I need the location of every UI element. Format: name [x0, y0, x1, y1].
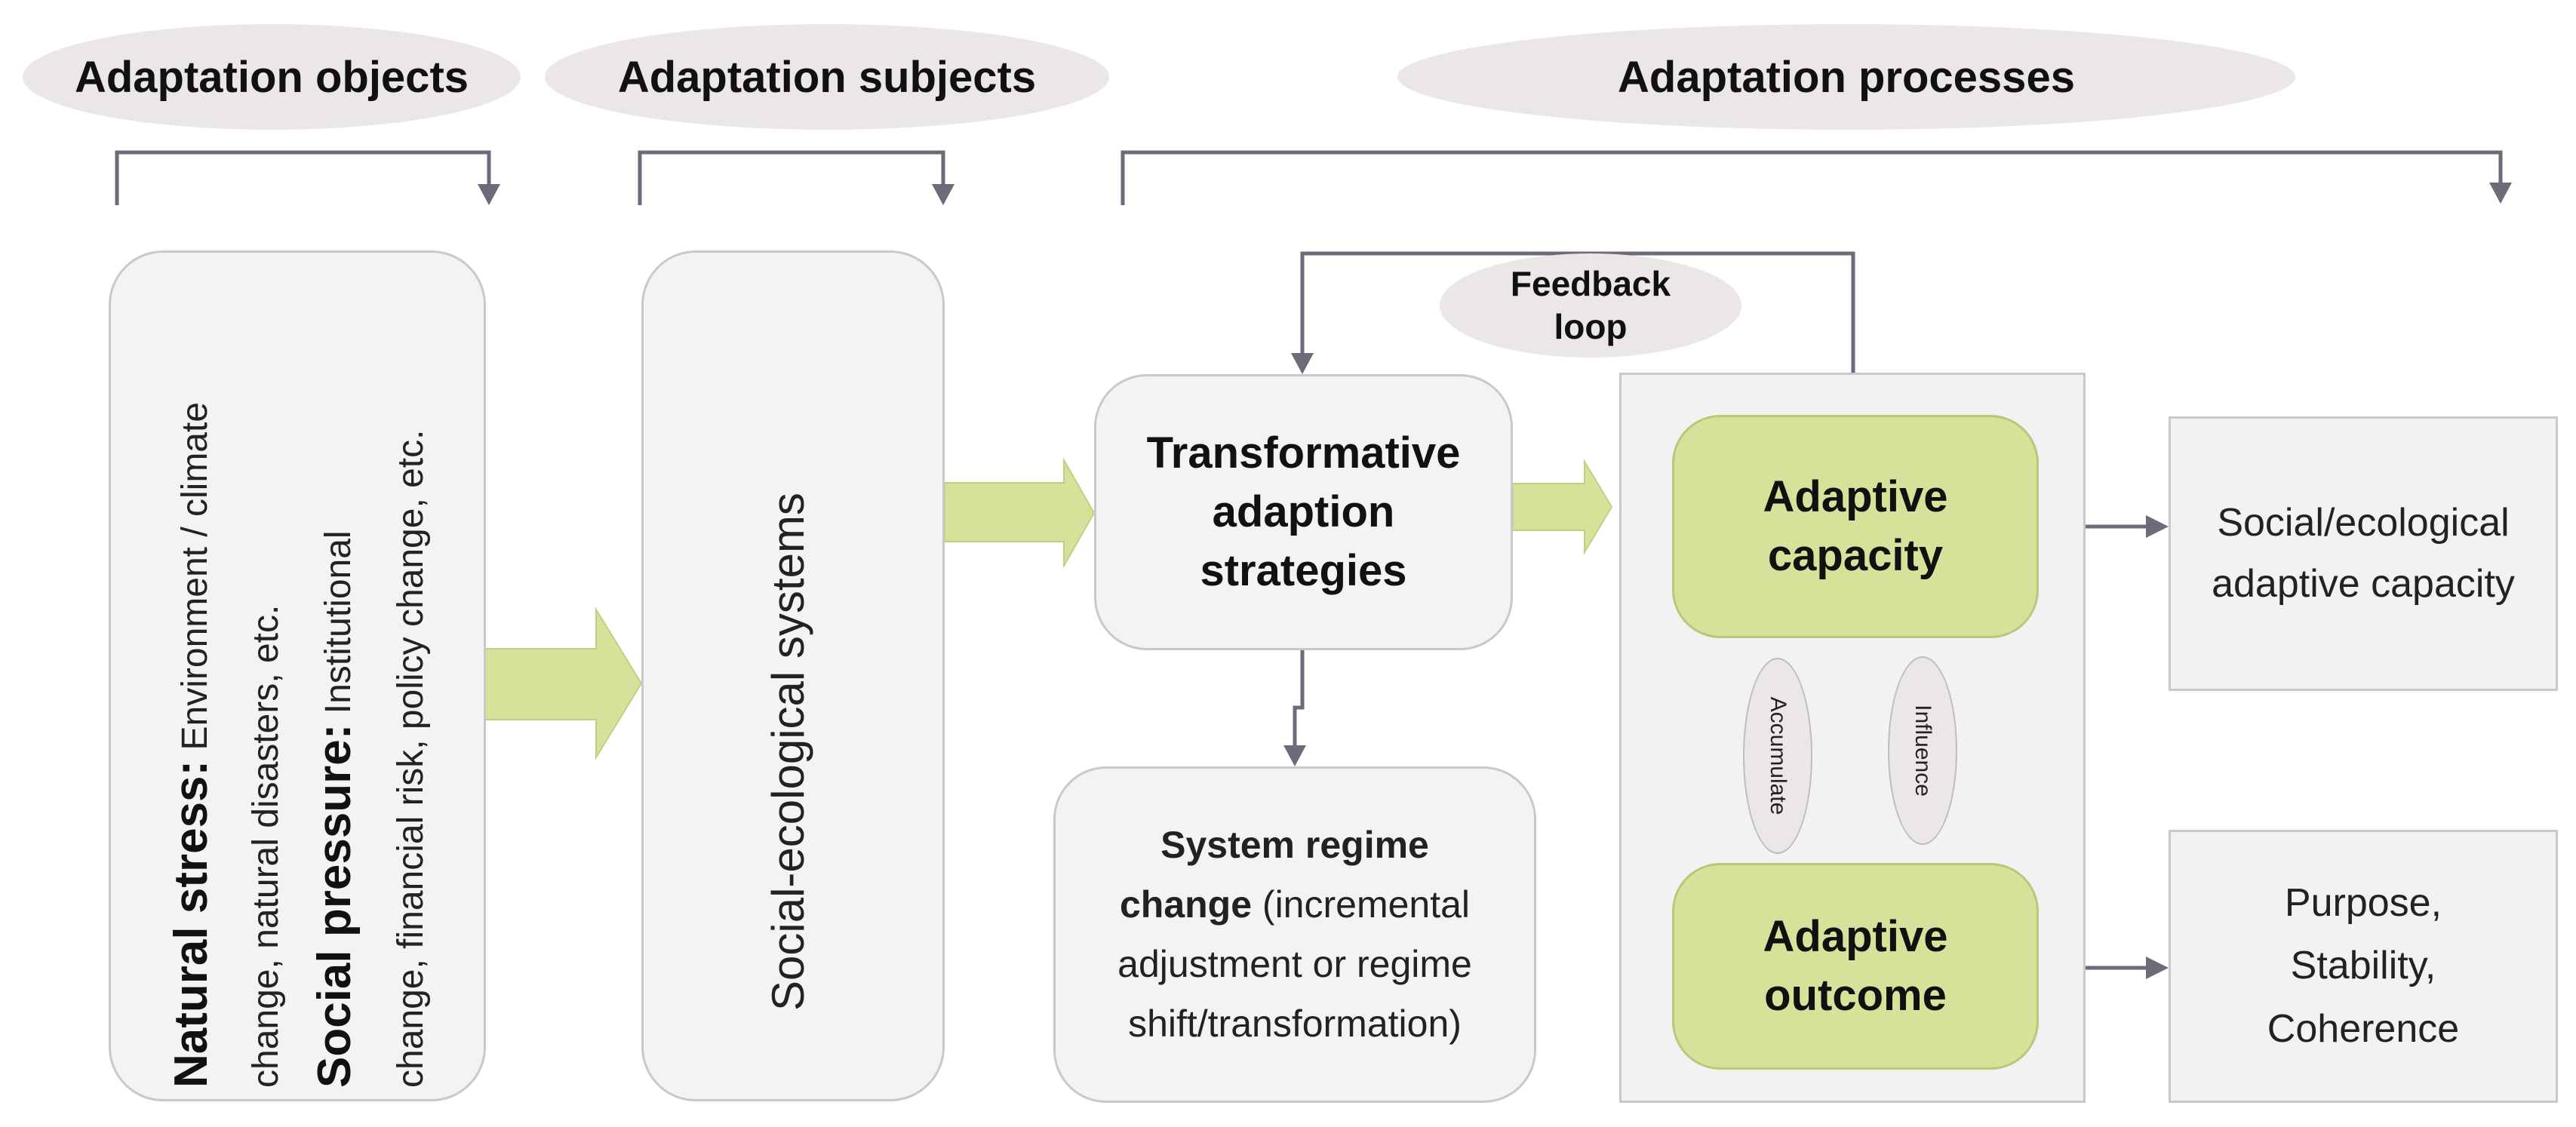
feedback-loop-oval: Feedback loop	[1440, 253, 1741, 358]
adaptation-subjects-box	[641, 250, 945, 1101]
adaptation-objects-box	[109, 250, 486, 1101]
capacity-to-result-arrowhead	[2146, 515, 2169, 538]
processes-bracket	[1120, 150, 2503, 205]
system-regime-change-box: System regime change (incremental adjust…	[1053, 766, 1536, 1103]
social-pressure-line-2: change, financial risk, policy change, e…	[391, 429, 431, 1088]
block-arrow-objects-to-subjects	[482, 606, 643, 760]
header-adaptation-processes: Adaptation processes	[1397, 24, 2295, 130]
transformative-strategies-box: Transformative adaption strategies	[1094, 374, 1513, 650]
objects-bracket	[115, 150, 491, 205]
natural-stress-line-2: change, natural disasters, etc.	[246, 604, 286, 1088]
block-arrow-subjects-to-strategies	[944, 457, 1096, 569]
subjects-bracket-head	[932, 184, 954, 205]
strategies-to-regime-line	[1293, 650, 1305, 747]
social-pressure-line-1: Social pressure: Institutional	[309, 530, 361, 1088]
social-ecological-adaptive-capacity-box: Social/ecological adaptive capacity	[2169, 416, 2558, 691]
outcome-to-result-arrowhead	[2146, 957, 2169, 979]
social-ecological-systems-label: Social-ecological systems	[763, 493, 813, 1011]
adaptive-capacity-box: Adaptive capacity	[1672, 415, 2039, 638]
subjects-bracket	[638, 150, 945, 205]
influence-oval: Influence	[1888, 656, 1957, 845]
header-adaptation-objects: Adaptation objects	[23, 24, 521, 130]
header-adaptation-subjects: Adaptation subjects	[545, 24, 1109, 130]
processes-bracket-head	[2489, 183, 2512, 204]
adaptive-outcome-box: Adaptive outcome	[1672, 863, 2039, 1070]
feedback-loop-arrowhead	[1291, 353, 1314, 374]
natural-stress-line-1: Natural stress: Environment / climate	[165, 401, 217, 1088]
strategies-to-regime-arrowhead	[1283, 745, 1306, 766]
block-arrow-strategies-to-capacity	[1512, 459, 1613, 555]
purpose-stability-coherence-box: Purpose, Stability, Coherence	[2169, 830, 2558, 1103]
accumulate-oval: Accumulate	[1743, 658, 1812, 854]
objects-bracket-head	[478, 184, 500, 205]
